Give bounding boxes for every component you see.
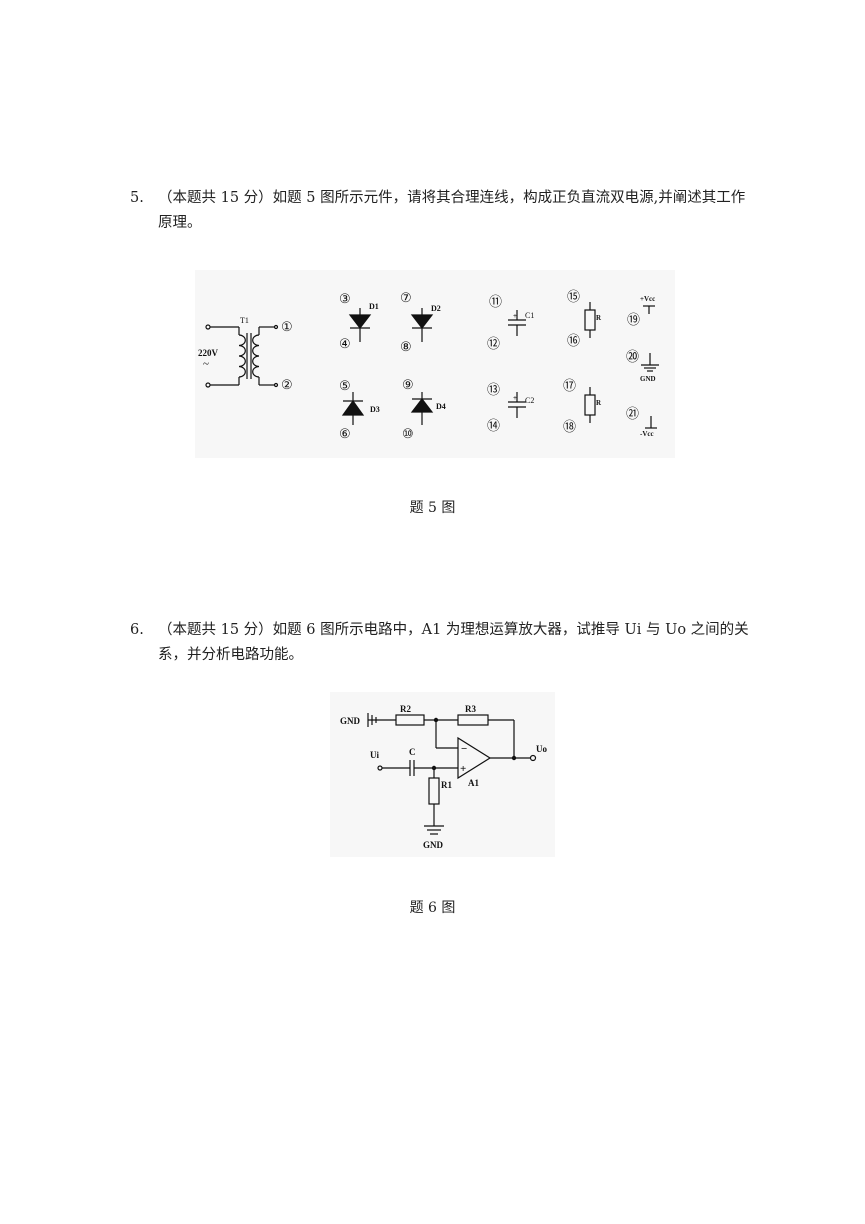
r1-label: R1	[441, 780, 452, 790]
diode-d2	[410, 308, 434, 342]
capacitor-c1	[508, 310, 526, 336]
junction-dot	[433, 717, 439, 723]
capacitor-c2-label: C2	[525, 396, 534, 405]
terminal-21: ㉑	[626, 406, 639, 421]
r2-label: R2	[400, 704, 411, 714]
c-label: C	[409, 747, 416, 757]
a1-label: A1	[468, 778, 479, 788]
diode-d2-label: D2	[431, 304, 441, 313]
uo-label: Uo	[536, 744, 547, 754]
gnd-label: GND	[640, 375, 656, 383]
c2-plus: +	[513, 394, 517, 402]
question-6-number: 6.	[130, 622, 144, 638]
terminal-9: ⑨	[402, 377, 414, 392]
resistor-top-label: R	[596, 314, 602, 322]
ground-bottom-symbol	[424, 825, 444, 835]
resistor-bottom-label: R	[596, 399, 602, 407]
c1-plus: +	[513, 312, 517, 320]
diode-d3	[341, 392, 365, 425]
vcc-positive-symbol	[643, 305, 655, 314]
terminal-4: ④	[339, 336, 351, 351]
op-amp-a1	[457, 736, 492, 780]
diode-d4-label: D4	[436, 402, 446, 411]
terminal-14: ⑭	[487, 418, 500, 433]
diode-d3-label: D3	[370, 405, 380, 414]
terminal-20: ⑳	[626, 349, 639, 364]
ground-symbol	[641, 353, 659, 372]
ui-label: Ui	[370, 750, 379, 760]
resistor-r-bottom	[584, 387, 596, 423]
terminal-13: ⑬	[487, 382, 500, 397]
terminal-3: ③	[339, 291, 351, 306]
ac-tilde: ~	[203, 358, 209, 370]
op-amp-plus: +	[460, 763, 466, 775]
terminal-12: ⑫	[487, 336, 500, 351]
terminal-19: ⑲	[627, 312, 640, 327]
junction-dot	[431, 765, 437, 771]
figure-5-caption: 题 5 图	[409, 500, 456, 516]
op-amp-minus: −	[461, 743, 467, 755]
output-terminal	[529, 754, 537, 762]
terminal-17: ⑰	[563, 378, 576, 393]
vcc-negative-symbol	[645, 416, 657, 429]
terminal-6: ⑥	[339, 426, 351, 441]
question-6: 6. （本题共 15 分）如题 6 图所示电路中，A1 为理想运算放大器，试推导…	[130, 618, 750, 668]
input-voltage-label: 220V	[198, 348, 219, 358]
transformer-label: T1	[240, 316, 249, 325]
figure-6-circuit: GND R2 R3 Ui C Uo R1 A1 GND − +	[330, 692, 555, 857]
resistor-r-top	[584, 302, 596, 338]
terminal-15: ⑮	[567, 289, 580, 304]
capacitor-c2	[508, 392, 526, 418]
terminal-7: ⑦	[400, 290, 412, 305]
vcc-negative-label: -Vcc	[640, 430, 654, 438]
terminal-16: ⑯	[567, 333, 580, 348]
question-5-text: （本题共 15 分）如题 5 图所示元件，请将其合理连线，构成正负直流双电源,并…	[158, 190, 746, 231]
diode-d1	[348, 308, 372, 342]
r3-label: R3	[465, 704, 476, 714]
figure-6-caption: 题 6 图	[409, 900, 456, 916]
capacitor-c1-label: C1	[525, 311, 534, 320]
terminal-18: ⑱	[563, 419, 576, 434]
figure-5-circuit: T1 220V ~ D1 D2 D3 D4 + C1 + C2 R R +Vcc…	[195, 270, 675, 458]
question-5: 5. （本题共 15 分）如题 5 图所示元件，请将其合理连线，构成正负直流双电…	[130, 186, 750, 236]
question-6-text: （本题共 15 分）如题 6 图所示电路中，A1 为理想运算放大器，试推导 Ui…	[158, 622, 749, 663]
diode-d4	[410, 392, 434, 425]
gnd-bottom-label: GND	[423, 840, 444, 850]
gnd-left-label: GND	[340, 716, 361, 726]
terminal-5: ⑤	[339, 378, 351, 393]
terminal-1: ①	[281, 319, 293, 334]
terminal-10: ⑩	[402, 426, 414, 441]
diode-d1-label: D1	[369, 302, 379, 311]
transformer	[205, 324, 279, 388]
question-5-number: 5.	[130, 190, 144, 206]
terminal-11: ⑪	[489, 294, 502, 309]
terminal-2: ②	[281, 377, 293, 392]
junction-dot	[511, 755, 517, 761]
terminal-8: ⑧	[400, 339, 412, 354]
vcc-positive-label: +Vcc	[640, 295, 655, 303]
